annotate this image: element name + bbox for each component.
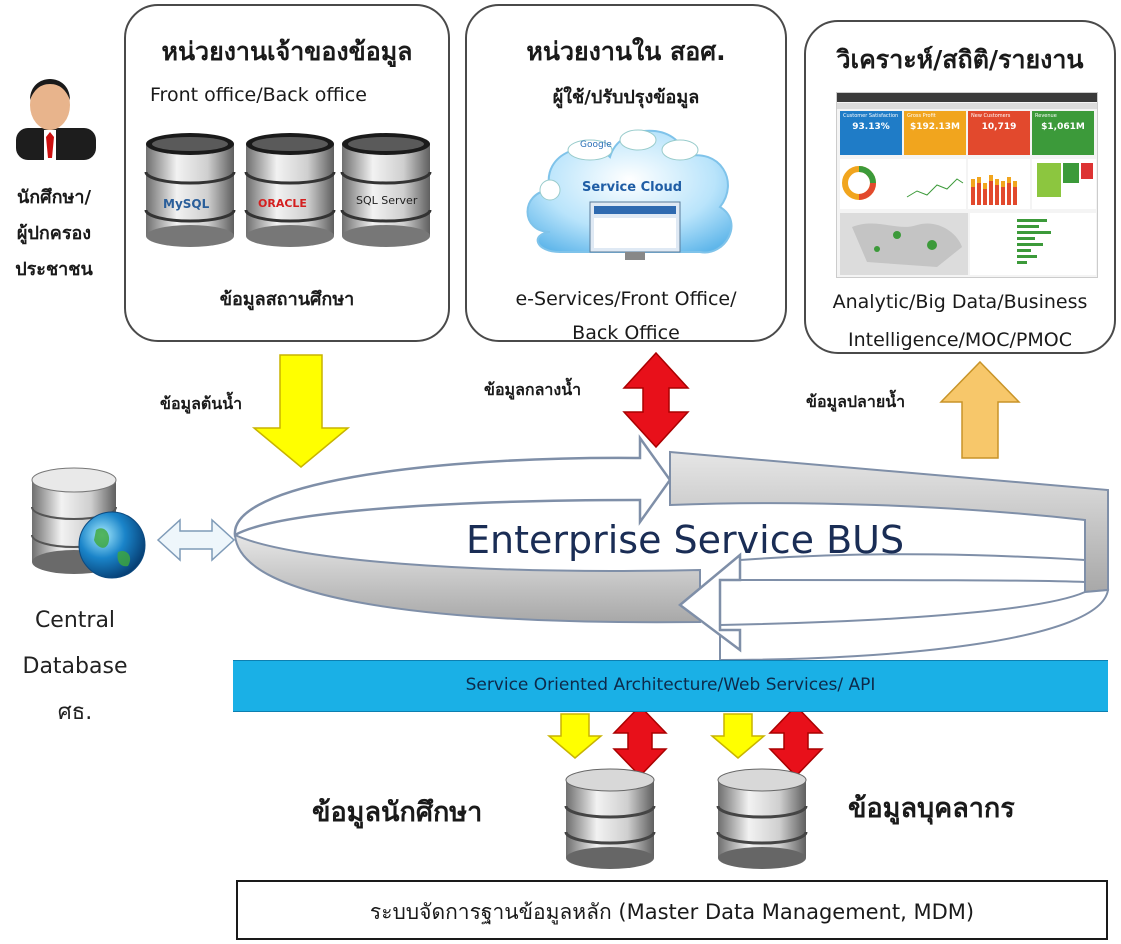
analytics-footer: Analytic/Big Data/Business Intelligence/… [812, 283, 1108, 359]
kpi-value: 10,719 [981, 122, 1017, 132]
analytics-footer-line-2: Intelligence/MOC/PMOC [847, 329, 1073, 351]
downstream-arrow [939, 360, 1021, 459]
midstream-label: ข้อมูลกลางน้ำ [484, 380, 582, 399]
kpi-value: 93.13% [852, 122, 890, 132]
esb-ring [233, 434, 1110, 662]
mdm-box: ระบบจัดการฐานข้อมูลหลัก (Master Data Man… [236, 880, 1108, 940]
central-database-icon [31, 467, 146, 579]
analytics-footer-line-1: Analytic/Big Data/Business [832, 291, 1088, 313]
service-cloud-label: Service Cloud [582, 180, 683, 195]
student-data-label: ข้อมูลนักศึกษา [312, 797, 483, 828]
internal-units-footer-line-2: Back Office [572, 322, 680, 344]
central-db-label: Central Database ศธ. [20, 598, 130, 736]
service-cloud-illustration: Google Service Cloud [520, 112, 740, 272]
kpi-label: New Customers [971, 113, 1011, 119]
cloud-icon [526, 129, 733, 260]
data-owner-subtitle: Front office/Back office [150, 84, 367, 106]
actor-line-3: ประชาชน [15, 259, 93, 280]
personnel-database-icon [716, 768, 808, 869]
personnel-in-arrow [709, 713, 767, 759]
mdm-label: ระบบจัดการฐานข้อมูลหลัก (Master Data Man… [369, 900, 975, 924]
midstream-exchange-arrow [622, 351, 690, 449]
kpi-new-customers: New Customers 10,719 [968, 111, 1030, 155]
internal-units-footer-line-1: e-Services/Front Office/ [515, 288, 737, 310]
google-bubble-label: Google [580, 140, 612, 150]
upstream-label: ข้อมูลต้นน้ำ [160, 394, 243, 413]
kpi-label: Customer Satisfaction [843, 113, 899, 119]
student-exchange-arrow [612, 704, 668, 778]
data-owner-title: หน่วยงานเจ้าของข้อมูล [161, 37, 413, 66]
upstream-arrow [251, 354, 351, 468]
soa-bar: Service Oriented Architecture/Web Servic… [233, 660, 1108, 712]
oracle-logo: ORACLE [258, 197, 307, 210]
central-db-line-2: Database [22, 654, 128, 679]
data-owner-footer: ข้อมูลสถานศึกษา [219, 289, 355, 310]
kpi-label: Gross Profit [907, 113, 936, 119]
data-owner-databases [144, 133, 432, 247]
personnel-exchange-arrow [768, 704, 824, 778]
central-db-exchange-arrow [156, 518, 236, 562]
kpi-label: Revenue [1035, 113, 1057, 119]
kpi-value: $192.13M [910, 122, 960, 132]
dashboard-thumbnail: Customer Satisfaction 93.13% Gross Profi… [836, 92, 1098, 278]
analytics-title: วิเคราะห์/สถิติ/รายงาน [836, 45, 1084, 74]
dashboard-header-bar [837, 93, 1097, 102]
internal-units-subtitle: ผู้ใช้/ปรับปรุงข้อมูล [552, 87, 700, 108]
central-db-line-3: ศธ. [57, 700, 93, 725]
personnel-data-label: ข้อมูลบุคลากร [848, 793, 1015, 824]
esb-label: Enterprise Service BUS [466, 518, 905, 562]
kpi-value: $1,061M [1041, 122, 1085, 132]
student-database-icon [564, 768, 656, 869]
internal-units-footer: e-Services/Front Office/ Back Office [480, 282, 772, 350]
kpi-customer-satisfaction: Customer Satisfaction 93.13% [840, 111, 902, 155]
soa-bar-label: Service Oriented Architecture/Web Servic… [465, 675, 876, 695]
actor-line-1: นักศึกษา/ [16, 187, 92, 208]
person-icon [16, 79, 96, 160]
sql-server-logo: SQL Server [356, 194, 418, 207]
actor-label: นักศึกษา/ ผู้ปกครอง ประชาชน [4, 180, 104, 288]
central-db-line-1: Central [34, 608, 116, 633]
actor-line-2: ผู้ปกครอง [16, 223, 92, 244]
data-owner-box [124, 4, 450, 342]
kpi-gross-profit: Gross Profit $192.13M [904, 111, 966, 155]
downstream-label: ข้อมูลปลายน้ำ [806, 392, 906, 411]
internal-units-title: หน่วยงานใน สอศ. [526, 37, 726, 66]
dashboard-charts [840, 159, 1096, 275]
kpi-revenue: Revenue $1,061M [1032, 111, 1094, 155]
dashboard-tab-bar [837, 103, 1097, 109]
student-in-arrow [546, 713, 604, 759]
mysql-logo: MySQL [163, 197, 210, 211]
